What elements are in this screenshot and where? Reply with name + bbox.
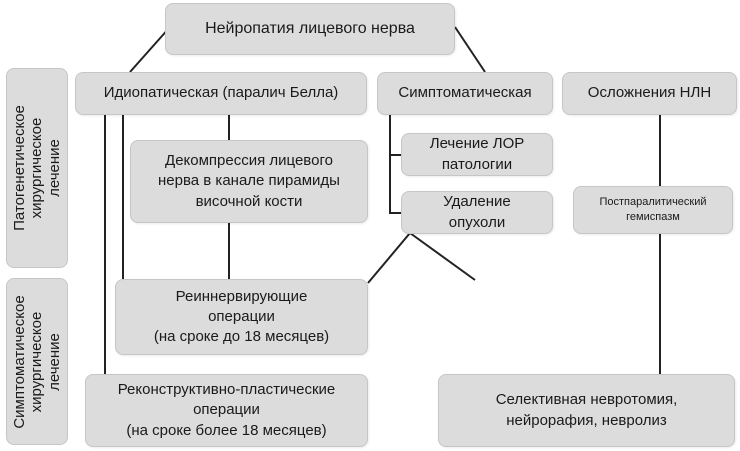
title-text: Нейропатия лицевого нерва [205, 20, 415, 38]
procedure-decompression: Декомпрессия лицевого нерва в канале пир… [130, 140, 368, 223]
category-symptomatic: Симптоматическая [377, 72, 553, 115]
side-label-pathogenetic: Патогенетическое хирургическое лечение [6, 68, 68, 268]
title-box: Нейропатия лицевого нерва [165, 3, 455, 55]
procedure-reconstructive: Реконструктивно-пластические операции (н… [85, 374, 368, 447]
procedure-postparalytic: Постпаралитический гемиспазм [573, 186, 733, 234]
line-title-symptomatic [454, 26, 486, 73]
procedure-ent-treatment: Лечение ЛОР патологии [401, 133, 553, 176]
line-symptomatic-ent [389, 115, 401, 156]
procedure-tumor-removal: Удаление опухоли [401, 191, 553, 234]
line-tumor-reinnervation-b [409, 232, 476, 281]
side-label-symptomatic: Симптоматическое хирургическое лечение [6, 278, 68, 445]
procedure-selective: Селективная невротомия, нейрорафия, невр… [438, 374, 735, 447]
line-symptomatic-tumor [389, 155, 401, 214]
procedure-reinnervation: Реиннервирующие операции (на сроке до 18… [115, 279, 368, 355]
line-tumor-reinnervation-a [367, 232, 411, 284]
category-complications: Осложнения НЛН [562, 72, 737, 115]
category-idiopathic: Идиопатическая (паралич Белла) [75, 72, 367, 115]
line-title-idiopathic [129, 26, 171, 73]
